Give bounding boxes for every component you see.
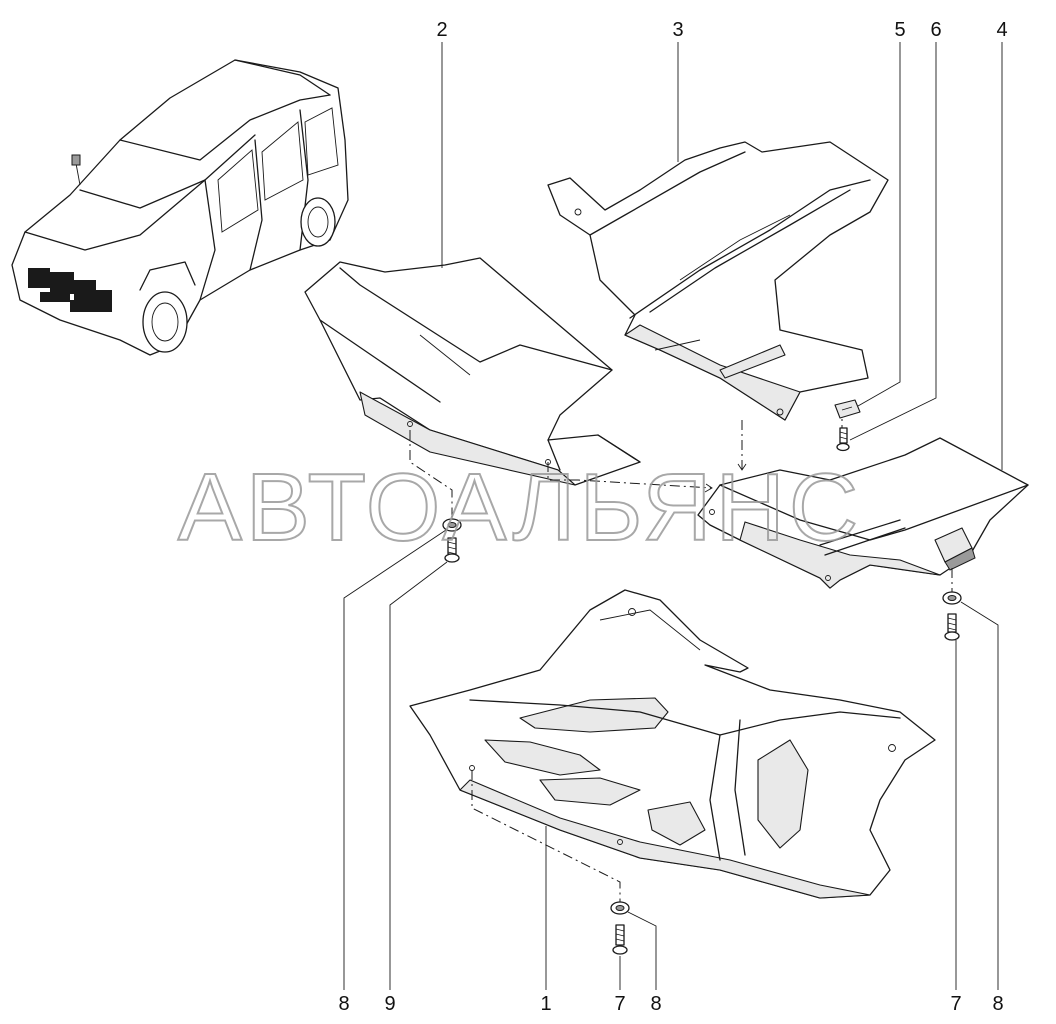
part-1-panel [409, 589, 936, 899]
part-2-panel [304, 257, 641, 486]
callout-1: 1 [540, 993, 551, 1015]
callout-9: 9 [384, 993, 395, 1015]
nut-8-right [942, 591, 962, 605]
callout-labels: 2 3 5 6 4 8 9 1 7 8 7 8 [338, 19, 1007, 1015]
screw-9-left [444, 537, 460, 563]
clip-5 [834, 399, 861, 419]
callout-3: 3 [672, 19, 683, 41]
part-4-panel [697, 437, 1029, 589]
part-3-panel [547, 141, 889, 421]
nut-8-left [442, 518, 462, 532]
callout-6: 6 [930, 19, 941, 41]
nut-8-bottom [610, 901, 630, 915]
callout-8-right: 8 [992, 993, 1003, 1015]
fasteners [442, 399, 962, 955]
vehicle-thumbnail [11, 59, 349, 356]
callout-8-left: 8 [338, 993, 349, 1015]
callout-4: 4 [996, 19, 1007, 41]
watermark-text: АВТОАЛЬЯНС [178, 454, 862, 561]
leader-lines [343, 42, 1003, 990]
screw-7-bottom [612, 924, 628, 955]
callout-8-bottom: 8 [650, 993, 661, 1015]
screw-7-right [944, 613, 960, 641]
callout-7-right: 7 [950, 993, 961, 1015]
callout-2: 2 [436, 19, 447, 41]
callout-5: 5 [894, 19, 905, 41]
screw-6 [836, 427, 850, 452]
callout-7-bottom: 7 [614, 993, 625, 1015]
